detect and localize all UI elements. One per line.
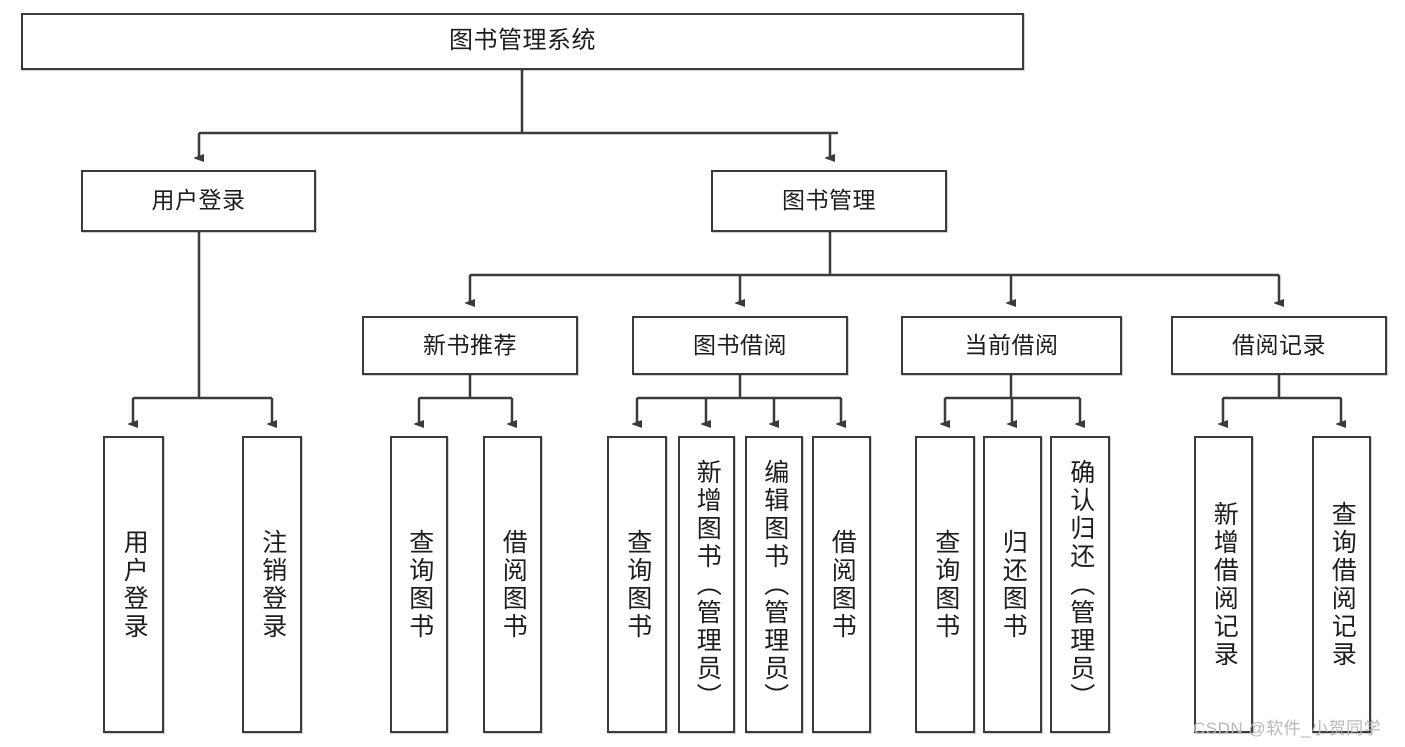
node-label: 图书借阅 xyxy=(693,331,787,358)
node-label: 新增借阅记录 xyxy=(1210,500,1239,669)
node-label: 借阅图书 xyxy=(499,528,528,641)
node-label: 用户登录 xyxy=(151,187,246,214)
leaf-current-borrow-query[interactable]: 查询图书 xyxy=(915,436,975,733)
node-book-management[interactable]: 图书管理 xyxy=(711,170,947,232)
node-label: 查询借阅记录 xyxy=(1328,500,1357,669)
node-label: 编辑图书（管理员） xyxy=(760,458,789,711)
leaf-book-borrow-query[interactable]: 查询图书 xyxy=(607,436,667,733)
node-book-borrow[interactable]: 图书借阅 xyxy=(632,316,848,375)
node-label: 归还图书 xyxy=(999,528,1028,641)
node-label: 图书管理系统 xyxy=(449,27,596,55)
node-label: 确认归还（管理员） xyxy=(1066,458,1095,711)
node-label: 图书管理 xyxy=(782,187,876,214)
leaf-current-borrow-return[interactable]: 归还图书 xyxy=(983,436,1042,733)
leaf-book-borrow-borrow[interactable]: 借阅图书 xyxy=(812,436,871,733)
node-label: 借阅图书 xyxy=(828,528,857,641)
csdn-watermark: CSDN @软件_小贺同学 xyxy=(1193,719,1382,738)
leaf-new-book-borrow[interactable]: 借阅图书 xyxy=(483,436,542,733)
leaf-new-book-query[interactable]: 查询图书 xyxy=(390,436,448,733)
leaf-user-login-logout[interactable]: 注销登录 xyxy=(242,436,302,733)
leaf-user-login-login[interactable]: 用户登录 xyxy=(103,436,164,733)
node-current-borrow[interactable]: 当前借阅 xyxy=(901,316,1122,375)
node-new-book-recommend[interactable]: 新书推荐 xyxy=(362,316,578,375)
leaf-borrow-record-query[interactable]: 查询借阅记录 xyxy=(1312,436,1371,733)
leaf-book-borrow-edit[interactable]: 编辑图书（管理员） xyxy=(745,436,803,733)
node-label: 新书推荐 xyxy=(423,331,517,358)
node-label: 新增图书（管理员） xyxy=(693,458,722,711)
node-label: 查询图书 xyxy=(405,528,434,641)
leaf-current-borrow-confirm-return[interactable]: 确认归还（管理员） xyxy=(1050,436,1110,733)
node-label: 查询图书 xyxy=(623,528,652,641)
node-label: 借阅记录 xyxy=(1232,331,1326,358)
node-root-book-management-system[interactable]: 图书管理系统 xyxy=(21,13,1024,70)
leaf-book-borrow-add[interactable]: 新增图书（管理员） xyxy=(678,436,735,733)
leaf-borrow-record-add[interactable]: 新增借阅记录 xyxy=(1194,436,1253,733)
node-label: 查询图书 xyxy=(931,528,960,641)
node-user-login[interactable]: 用户登录 xyxy=(81,170,316,232)
node-label: 用户登录 xyxy=(120,528,149,641)
node-label: 注销登录 xyxy=(258,528,287,641)
node-label: 当前借阅 xyxy=(964,331,1059,358)
node-borrow-record[interactable]: 借阅记录 xyxy=(1171,316,1387,375)
